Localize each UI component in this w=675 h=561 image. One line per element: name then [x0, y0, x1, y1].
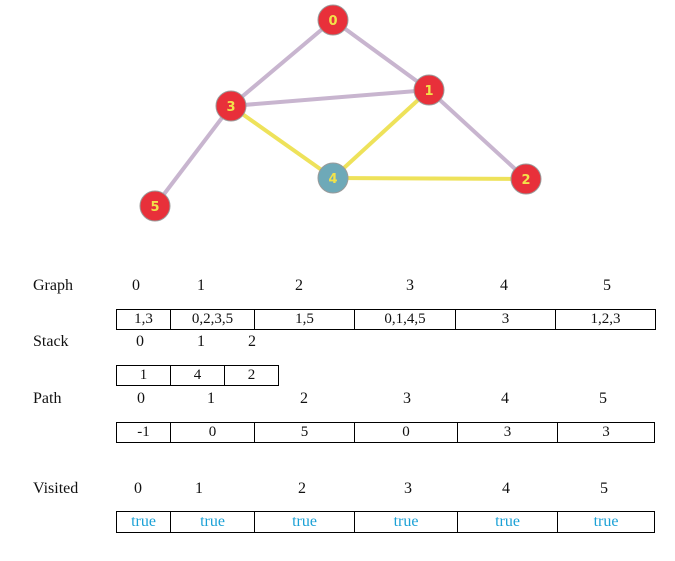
- edge-1-4: [331, 88, 431, 180]
- graph-cell-0: 1,3: [116, 309, 171, 330]
- graph-cell-4: 3: [455, 309, 556, 330]
- path-cell-0: -1: [116, 422, 171, 443]
- graph-index-5: 5: [603, 277, 611, 294]
- graph-cell-3: 0,1,4,5: [354, 309, 456, 330]
- node-label-5: 5: [150, 200, 159, 215]
- node-circle-2: [510, 163, 542, 195]
- edge-1-2: [427, 88, 528, 181]
- stack-index-2: 2: [248, 333, 256, 350]
- stack-table-label: Stack: [33, 333, 69, 350]
- visited-cell-5: true: [557, 511, 655, 533]
- stack-index-1: 1: [197, 333, 205, 350]
- path-index-1: 1: [207, 390, 215, 407]
- node-5: 5: [139, 190, 171, 222]
- node-4: 4: [317, 162, 349, 194]
- visited-index-3: 3: [404, 480, 412, 497]
- node-circle-3: [215, 90, 247, 122]
- node-3: 3: [215, 90, 247, 122]
- path-cell-2: 5: [254, 422, 355, 443]
- path-index-0: 0: [137, 390, 145, 407]
- edge-0-1: [331, 18, 431, 92]
- node-2: 2: [510, 163, 542, 195]
- node-label-3: 3: [226, 100, 235, 115]
- node-label-1: 1: [424, 84, 433, 99]
- node-0: 0: [317, 4, 349, 36]
- path-cell-3: 0: [354, 422, 458, 443]
- path-cell-5: 3: [557, 422, 655, 443]
- graph-cell-2: 1,5: [254, 309, 355, 330]
- edge-4-2: [332, 176, 527, 181]
- visited-cell-1: true: [170, 511, 255, 533]
- node-1: 1: [413, 74, 445, 106]
- path-index-4: 4: [501, 390, 509, 407]
- stack-cell-2: 2: [224, 365, 279, 386]
- stack-cell-1: 4: [170, 365, 225, 386]
- node-circle-1: [413, 74, 445, 106]
- visited-cell-2: true: [254, 511, 355, 533]
- path-cell-4: 3: [457, 422, 558, 443]
- path-index-3: 3: [403, 390, 411, 407]
- edge-3-4: [229, 104, 335, 180]
- graph-cell-5: 1,2,3: [555, 309, 656, 330]
- visited-index-2: 2: [298, 480, 306, 497]
- graph-cell-1: 0,2,3,5: [170, 309, 255, 330]
- visited-index-5: 5: [600, 480, 608, 497]
- stack-cell-0: 1: [116, 365, 171, 386]
- node-label-4: 4: [328, 172, 337, 187]
- edge-3-1: [230, 88, 430, 108]
- edge-0-3: [229, 18, 335, 108]
- node-circle-4: [317, 162, 349, 194]
- graph-index-2: 2: [295, 277, 303, 294]
- graph-index-3: 3: [406, 277, 414, 294]
- path-index-5: 5: [599, 390, 607, 407]
- graph-index-1: 1: [197, 277, 205, 294]
- node-label-0: 0: [328, 14, 337, 29]
- visited-cell-0: true: [116, 511, 171, 533]
- stack-index-0: 0: [136, 333, 144, 350]
- graph-index-0: 0: [132, 277, 140, 294]
- visited-index-0: 0: [134, 480, 142, 497]
- path-cell-1: 0: [170, 422, 255, 443]
- visited-cell-3: true: [354, 511, 458, 533]
- graph-diagram: 0 1 2 3 4 5: [139, 4, 542, 222]
- path-table-label: Path: [33, 390, 62, 407]
- graph-index-4: 4: [500, 277, 508, 294]
- node-circle-5: [139, 190, 171, 222]
- visited-index-4: 4: [502, 480, 510, 497]
- visited-table-label: Visited: [33, 480, 79, 497]
- node-circle-0: [317, 4, 349, 36]
- graph-table-label: Graph: [33, 277, 73, 294]
- node-label-2: 2: [521, 173, 530, 188]
- visited-cell-4: true: [457, 511, 558, 533]
- edge-3-5: [153, 104, 233, 208]
- visited-index-1: 1: [195, 480, 203, 497]
- path-index-2: 2: [300, 390, 308, 407]
